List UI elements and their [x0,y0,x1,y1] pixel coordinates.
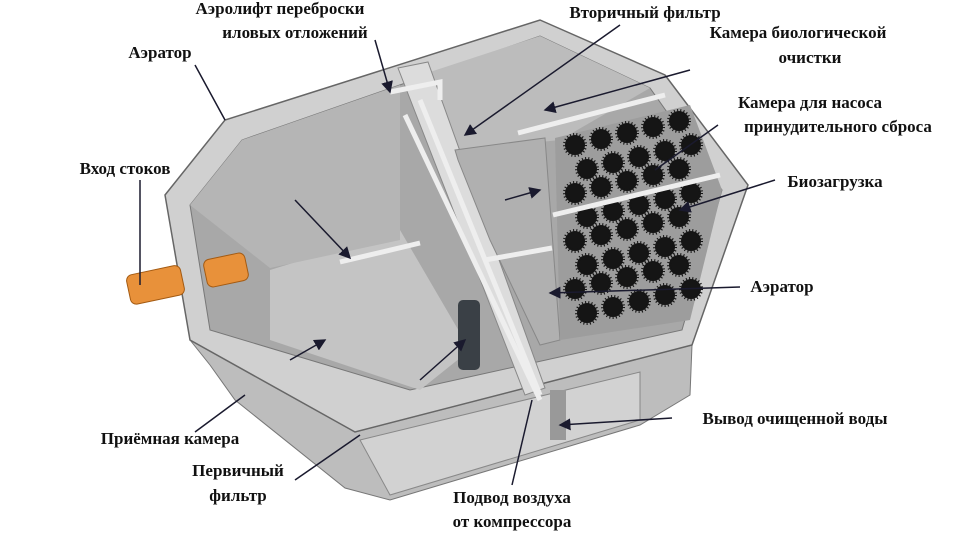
bioload-brush [601,151,625,175]
label-aerator-right: Аэратор [750,277,813,296]
bioload-brush [627,289,651,313]
bioload-brush [589,271,613,295]
bioload-brush [667,157,691,181]
bioload-brush [601,247,625,271]
bioload-brush [601,199,625,223]
label-secondary-filter: Вторичный фильтр [569,3,720,22]
bioload-brush [653,187,677,211]
bioload-brush [563,277,587,301]
label-aerolift-line1: Аэролифт переброски [196,0,365,18]
bioload-brush [575,205,599,229]
bioload-brush [615,121,639,145]
bioload-brush [615,265,639,289]
label-inlet: Вход стоков [80,159,171,178]
bioload-brush [641,163,665,187]
label-pump-chamber-line1: Камера для насоса [738,93,883,112]
leader-lines [139,24,776,486]
bioload-brush [653,283,677,307]
label-air-supply-line2: от компрессора [453,512,572,531]
bioload-brush [667,205,691,229]
bioload-brush [627,193,651,217]
label-bioload: Биозагрузка [787,172,883,191]
bioload-brush [589,175,613,199]
label-aerator-left: Аэратор [128,43,191,62]
bioload-brush [653,235,677,259]
label-air-supply-line1: Подвод воздуха [453,488,571,507]
label-primary-filter-line1: Первичный [192,461,284,480]
bioload-brush [589,223,613,247]
air-pipes [339,78,721,402]
outlet-pipe [550,390,566,440]
back-wall-left [190,85,400,268]
bioload-brush [575,253,599,277]
bioload-brush [589,127,613,151]
bioload-brush [641,211,665,235]
bioload-brush [575,157,599,181]
bioload-brush [667,253,691,277]
label-outlet: Вывод очищенной воды [703,409,888,428]
label-primary-filter-line2: фильтр [209,486,266,505]
label-aerolift-line2: иловых отложений [222,23,368,42]
bioload-brush [641,259,665,283]
bioload-brush [563,133,587,157]
bioload-brush [679,229,703,253]
bioload-brush [563,181,587,205]
label-receiving-chamber: Приёмная камера [101,429,240,448]
label-bio-chamber-line1: Камера биологической [710,23,887,42]
bioload-brushes [563,109,703,325]
bioload-brush [601,295,625,319]
inlet-pipe [126,252,249,305]
bioload-brush [627,145,651,169]
bioload-brush [667,109,691,133]
bioload-brush [615,169,639,193]
bioload-brush [627,241,651,265]
bioload-brush [641,115,665,139]
bioload-brush [615,217,639,241]
primary-filter-pipe [458,300,480,370]
bioload-brush [563,229,587,253]
bioload-brush [575,301,599,325]
label-bio-chamber-line2: очистки [779,48,842,67]
label-pump-chamber-line2: принудительного сброса [744,117,932,136]
bioload-brush [653,139,677,163]
